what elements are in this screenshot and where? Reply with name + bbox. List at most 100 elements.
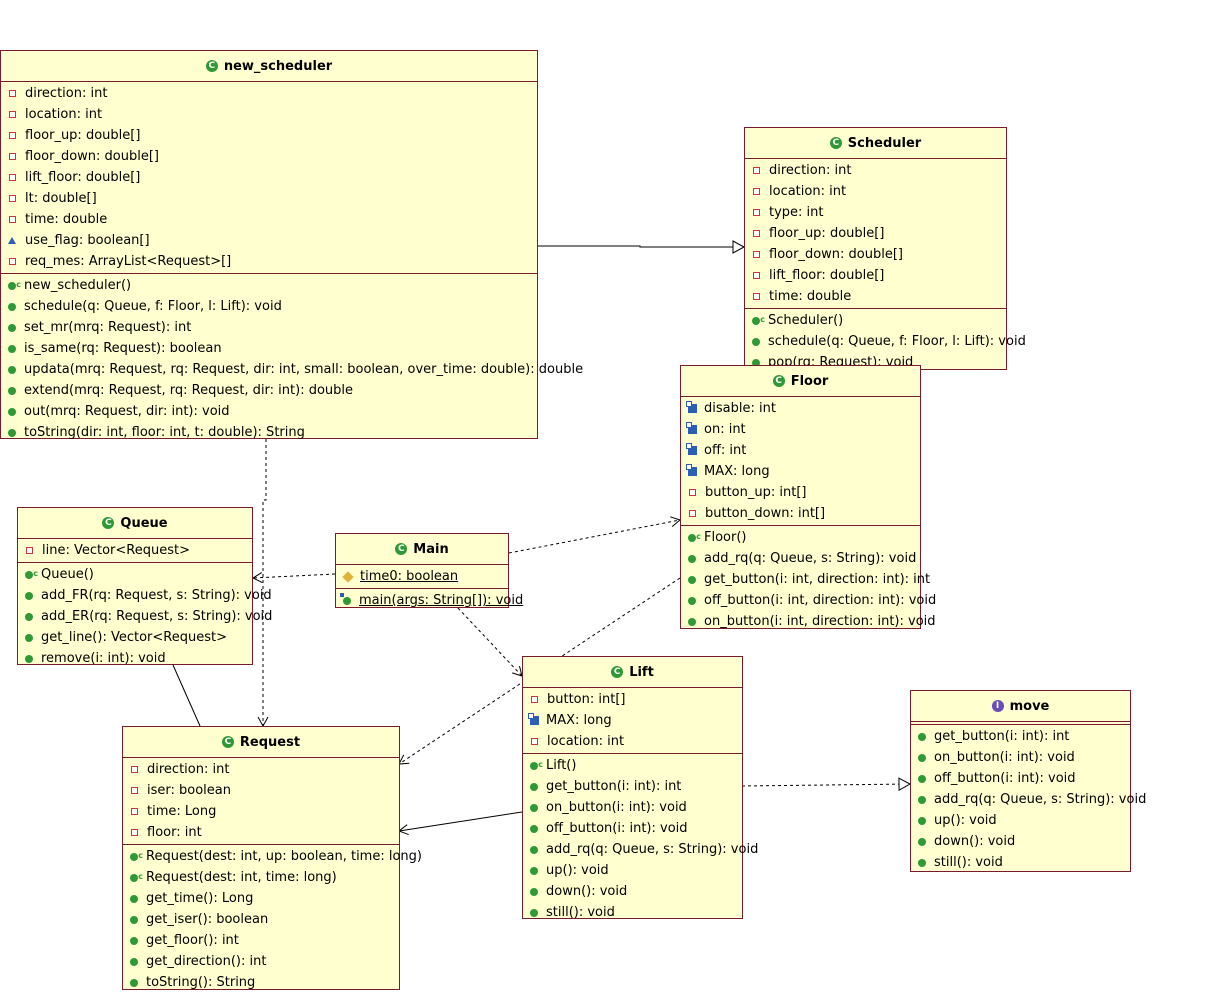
- private-member-icon: [531, 696, 538, 703]
- method-row: Request(dest: int, up: boolean, time: lo…: [123, 845, 422, 867]
- public-method-icon: [688, 575, 696, 584]
- field-text: button_down: int[]: [705, 506, 826, 521]
- method-row: get_button(i: int, direction: int): int: [681, 569, 930, 590]
- private-member-icon: [9, 90, 16, 97]
- interface-icon: I: [991, 700, 1004, 712]
- field-row: lift_floor: double[]: [1, 167, 537, 188]
- method-text: get_floor(): int: [146, 933, 239, 948]
- field-text: MAX: long: [546, 713, 612, 728]
- method-row: extend(mrq: Request, rq: Request, dir: i…: [1, 380, 537, 401]
- public-method-icon: [752, 337, 760, 346]
- public-method-icon: [918, 816, 926, 825]
- method-text: add_ER(rq: Request, s: String): void: [41, 609, 273, 624]
- method-text: get_time(): Long: [146, 891, 254, 906]
- dependency-main-queue: [251, 572, 336, 584]
- class-icon: C: [772, 375, 785, 387]
- field-row: time: double: [745, 286, 1006, 307]
- method-text: new_scheduler(): [24, 278, 132, 293]
- method-text: down(): void: [546, 884, 628, 899]
- field-row: iser: boolean: [123, 780, 399, 801]
- class-name: Lift: [629, 664, 654, 680]
- methods-section: Queue()add_FR(rq: Request, s: String): v…: [18, 563, 272, 670]
- fields-section: time0: boolean: [336, 565, 508, 589]
- class-name: new_scheduler: [223, 58, 333, 74]
- private-member-icon: [9, 216, 16, 223]
- method-row: schedule(q: Queue, f: Floor, l: Lift): v…: [1, 296, 537, 317]
- public-method-icon: [130, 894, 138, 903]
- method-row: add_rq(q: Queue, s: String): void: [681, 548, 920, 569]
- method-text: add_rq(q: Queue, s: String): void: [546, 842, 759, 857]
- field-row: floor_up: double[]: [745, 223, 1006, 244]
- field-text: use_flag: boolean[]: [25, 233, 150, 248]
- method-row: main(args: String[]): void: [336, 590, 523, 611]
- class-icon: C: [221, 736, 234, 748]
- method-text: add_rq(q: Queue, s: String): void: [934, 792, 1147, 807]
- public-method-icon: [918, 858, 926, 867]
- field-text: line: Vector<Request>: [42, 543, 190, 558]
- class-name: Main: [413, 541, 449, 557]
- field-row: floor_down: double[]: [745, 244, 1006, 265]
- method-text: updata(mrq: Request, rq: Request, dir: i…: [24, 362, 584, 377]
- constructor-icon: [130, 866, 143, 887]
- method-row: get_time(): Long: [123, 888, 399, 909]
- public-method-icon: [688, 596, 696, 605]
- field-text: location: int: [25, 107, 103, 122]
- fields-section: [911, 722, 1130, 725]
- class-icon: C: [829, 137, 842, 149]
- field-row: MAX: long: [523, 710, 742, 731]
- method-text: is_same(rq: Request): boolean: [24, 341, 222, 356]
- constructor-icon: [25, 563, 38, 584]
- field-text: location: int: [769, 184, 847, 199]
- field-text: disable: int: [704, 401, 776, 416]
- method-text: toString(dir: int, floor: int, t: double…: [24, 425, 305, 440]
- methods-section: Floor() add_rq(q: Queue, s: String): void…: [681, 526, 936, 633]
- method-text: Scheduler(): [768, 313, 844, 328]
- constructor-icon: [8, 274, 21, 295]
- field-row: direction: int: [1, 83, 537, 104]
- public-method-icon: [688, 617, 696, 626]
- method-row: schedule(q: Queue, f: Floor, l: Lift): v…: [745, 331, 1026, 352]
- public-method-icon: [25, 591, 33, 600]
- method-text: schedule(q: Queue, f: Floor, l: Lift): v…: [24, 299, 282, 314]
- private-member-icon: [9, 195, 16, 202]
- method-row: out(mrq: Request, dir: int): void: [1, 401, 537, 422]
- dependency-main-floor: [508, 516, 682, 554]
- static-field-icon: [342, 570, 354, 583]
- public-method-icon: [530, 908, 538, 917]
- public-method-icon: [918, 732, 926, 741]
- field-text: time: double: [25, 212, 108, 227]
- method-text: Floor(): [704, 530, 747, 545]
- public-method-icon: [25, 612, 33, 621]
- private-member-icon: [131, 808, 138, 815]
- private-member-icon: [9, 132, 16, 139]
- private-member-icon: [753, 251, 760, 258]
- methods-section: Request(dest: int, up: boolean, time: lo…: [123, 845, 422, 994]
- method-row: add_rq(q: Queue, s: String): void: [911, 789, 1146, 810]
- method-row: still(): void: [911, 852, 1130, 873]
- field-text: button_up: int[]: [705, 485, 807, 500]
- method-text: get_line(): Vector<Request>: [41, 630, 227, 645]
- private-member-icon: [9, 174, 16, 181]
- class-box-main[interactable]: C Main time0: boolean main(args: String[]…: [335, 533, 523, 611]
- field-row: button_up: int[]: [681, 482, 920, 503]
- class-icon: C: [395, 543, 408, 555]
- method-row: toString(dir: int, floor: int, t: double…: [1, 422, 537, 443]
- method-text: get_iser(): boolean: [146, 912, 269, 927]
- constructor-icon: [530, 754, 543, 775]
- method-row: add_FR(rq: Request, s: String): void: [18, 585, 272, 606]
- method-row: is_same(rq: Request): boolean: [1, 338, 537, 359]
- field-text: floor_down: double[]: [25, 149, 159, 164]
- field-text: type: int: [769, 205, 824, 220]
